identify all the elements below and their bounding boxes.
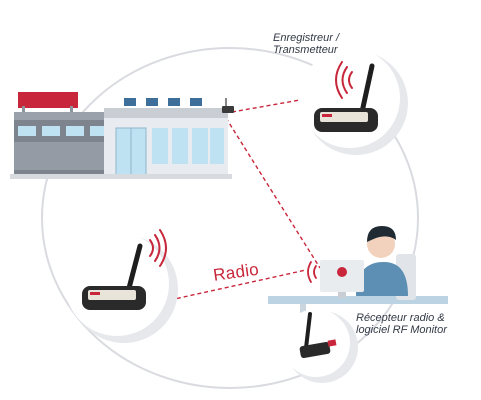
recorder-label-line1: Enregistreur / bbox=[273, 32, 340, 44]
recorder-bubble bbox=[300, 48, 400, 148]
receiver-label-line1: Récepteur radio & bbox=[356, 312, 445, 324]
receiver-label: Récepteur radio & logiciel RF Monitor bbox=[356, 312, 447, 336]
person-at-computer-icon bbox=[320, 226, 416, 300]
recorder-label: Enregistreur / Transmetteur bbox=[273, 32, 339, 56]
usb-receiver-node bbox=[282, 309, 358, 383]
network-ring bbox=[41, 47, 419, 389]
recorder-label-line2: Transmetteur bbox=[273, 44, 338, 56]
recorder-device-icon bbox=[82, 243, 146, 310]
receiver-workstation bbox=[268, 226, 448, 330]
link-device-receiver bbox=[169, 269, 307, 301]
building-icon bbox=[10, 92, 234, 179]
receiver-label-line2: logiciel RF Monitor bbox=[356, 324, 447, 336]
radio-waves-icon bbox=[307, 261, 317, 283]
link-building-receiver bbox=[225, 117, 321, 269]
radio-links bbox=[169, 99, 321, 301]
radio-waves-icon bbox=[335, 61, 353, 99]
usb-bubble bbox=[282, 309, 350, 377]
link-building-recorder bbox=[231, 99, 301, 113]
radio-waves-icon bbox=[149, 229, 167, 267]
recorder-device-icon bbox=[314, 63, 378, 132]
desk-surface bbox=[268, 296, 448, 304]
usb-receiver-icon bbox=[299, 312, 337, 359]
field-device-node bbox=[65, 229, 178, 343]
recorder-node bbox=[300, 48, 408, 155]
